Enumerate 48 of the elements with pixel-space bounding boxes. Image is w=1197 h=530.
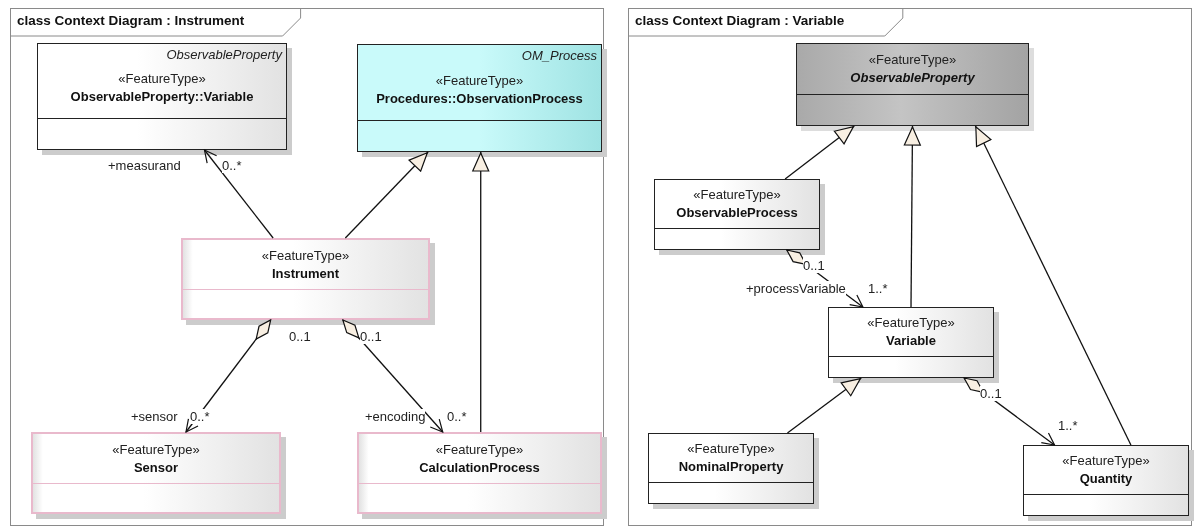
generalization-arrow bbox=[786, 377, 862, 434]
stereotype-label: «FeatureType» bbox=[261, 246, 350, 265]
stereotype-label: «FeatureType» bbox=[687, 440, 775, 458]
multiplicity-label: 1..* bbox=[1058, 418, 1078, 433]
generalization-arrow bbox=[903, 125, 921, 308]
association-line bbox=[203, 149, 274, 239]
frame-title: class Context Diagram : Variable bbox=[635, 13, 845, 28]
generalization-arrow bbox=[344, 151, 429, 239]
frame-title: class Context Diagram : Instrument bbox=[17, 13, 245, 28]
diagram-frame bbox=[10, 8, 604, 526]
multiplicity-label: 0..* bbox=[222, 158, 242, 173]
generalization-arrow bbox=[472, 151, 490, 433]
class-name: ObservableProcess bbox=[676, 204, 798, 222]
class-name: Variable bbox=[886, 332, 936, 350]
stereotype-label: «FeatureType» bbox=[118, 70, 206, 88]
class-name: ObservableProperty bbox=[850, 69, 975, 87]
class-name: Sensor bbox=[133, 458, 179, 477]
stereotype-label: «FeatureType» bbox=[112, 440, 200, 459]
generalization-arrow bbox=[784, 125, 855, 180]
multiplicity-label: 0..1 bbox=[289, 329, 311, 344]
multiplicity-label: 0..1 bbox=[360, 329, 382, 344]
class-name: Instrument bbox=[271, 264, 340, 283]
association-line bbox=[185, 319, 272, 433]
association-line bbox=[342, 319, 444, 433]
multiplicity-label: 0..* bbox=[447, 409, 467, 424]
diagram-frame bbox=[628, 8, 1192, 526]
class-name: NominalProperty bbox=[678, 458, 784, 476]
multiplicity-label: 0..* bbox=[190, 409, 210, 424]
stereotype-label: «FeatureType» bbox=[435, 440, 524, 459]
role-label: +encoding bbox=[365, 409, 426, 424]
multiplicity-label: 1..* bbox=[868, 281, 888, 296]
class-name: CalculationProcess bbox=[419, 458, 540, 477]
class-name: Quantity bbox=[1079, 470, 1133, 488]
stereotype-label: «FeatureType» bbox=[435, 71, 524, 90]
multiplicity-label: 0..1 bbox=[803, 258, 825, 273]
stereotype-label: «FeatureType» bbox=[1062, 452, 1150, 470]
package-name: ObservableProperty bbox=[166, 47, 282, 62]
role-label: +measurand bbox=[108, 158, 181, 173]
association-line bbox=[963, 377, 1056, 446]
stereotype-label: «FeatureType» bbox=[867, 314, 955, 332]
stereotype-label: «FeatureType» bbox=[693, 186, 781, 204]
multiplicity-label: 0..1 bbox=[980, 386, 1002, 401]
package-name: OM_Process bbox=[521, 48, 597, 63]
role-label: +processVariable bbox=[746, 281, 846, 296]
class-name: Procedures::ObservationProcess bbox=[376, 89, 583, 108]
class-name: ObservableProperty::Variable bbox=[70, 88, 254, 106]
stereotype-label: «FeatureType» bbox=[868, 51, 957, 69]
generalization-arrow bbox=[974, 125, 1132, 446]
